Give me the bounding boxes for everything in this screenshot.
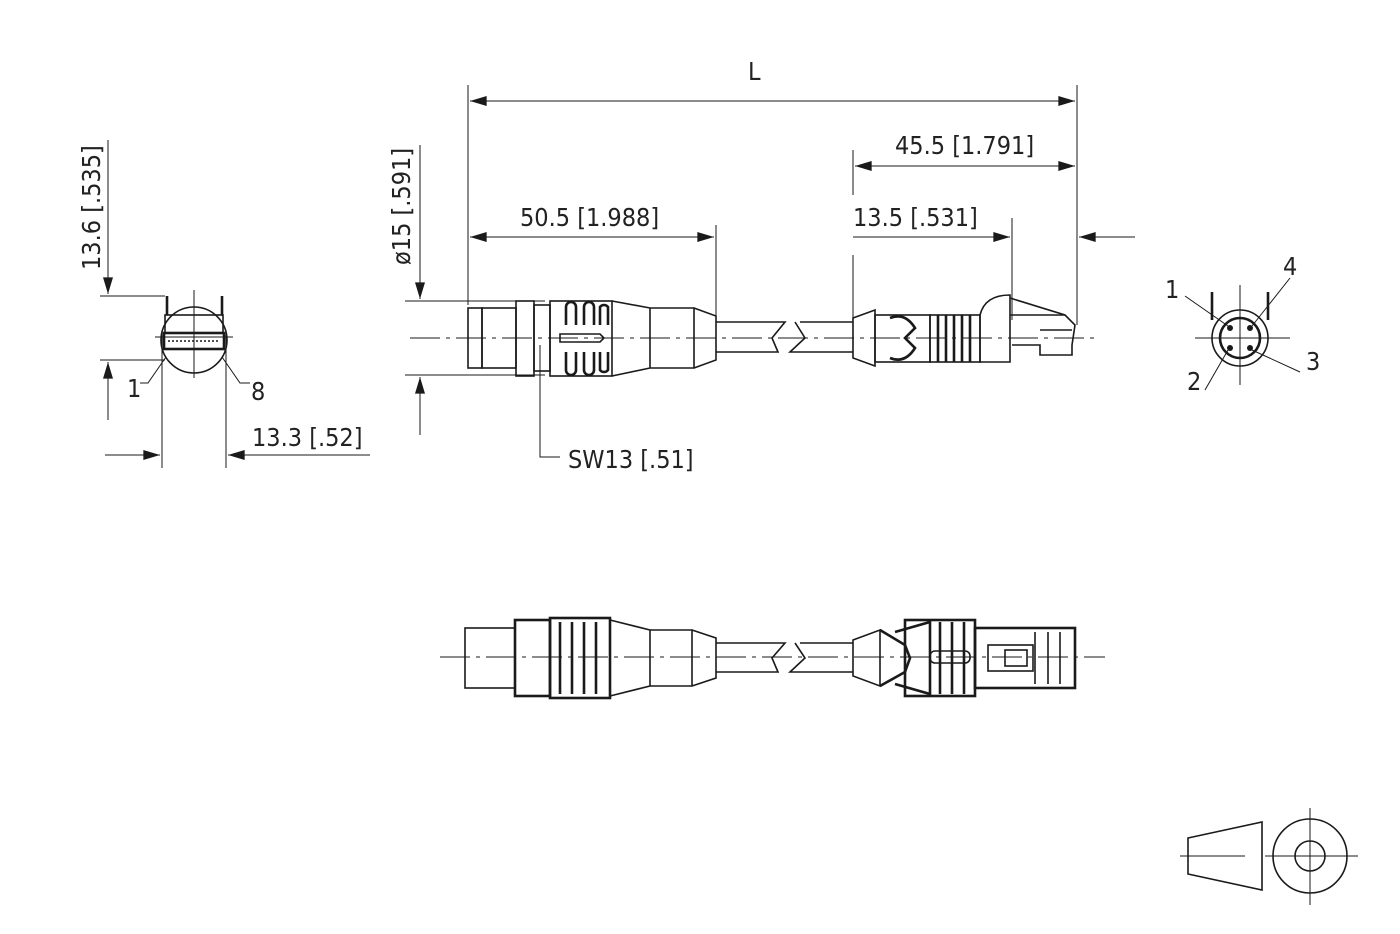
rj45-pin-label-8: 8 [251, 377, 265, 406]
dimension-label-diameter: ø15 [.591] [387, 148, 416, 265]
dimension-overall-length: L [467, 57, 1078, 325]
dimension-m12-length: 50.5 [1.988] [469, 203, 717, 320]
projection-symbol [1180, 808, 1358, 905]
m12-pin-label-3: 3 [1306, 347, 1320, 376]
dimension-label-sw13: SW13 [.51] [568, 445, 694, 474]
m12-pin-label-2: 2 [1187, 367, 1201, 396]
cable-top-view [440, 616, 1105, 700]
rj45-pin-label-1: 1 [127, 374, 141, 403]
dimension-rj45-length: 45.5 [1.791] [852, 131, 1076, 195]
dimension-label-45-5: 45.5 [1.791] [895, 131, 1034, 160]
dimension-rj45-body: 13.5 [.531] [852, 203, 1135, 335]
rj45-connector-side-view [852, 294, 1076, 368]
m12-pin-label-1: 1 [1165, 275, 1179, 304]
rj45-front-view: 13.6 [.535] 13.3 [.52] 1 8 [77, 140, 370, 468]
dimension-label-13-5: 13.5 [.531] [853, 203, 978, 232]
dimension-label-13-3: 13.3 [.52] [252, 423, 363, 452]
dimension-label-13-6: 13.6 [.535] [77, 145, 106, 270]
dimension-wrench-size: SW13 [.51] [539, 345, 694, 474]
m12-front-view: 1 4 3 2 [1165, 252, 1320, 396]
dimension-label-50-5: 50.5 [1.988] [520, 203, 659, 232]
m12-connector-side-view [410, 300, 1100, 377]
m12-pin-label-4: 4 [1283, 252, 1297, 281]
dimension-label-l: L [748, 57, 761, 86]
dimension-m12-diameter: ø15 [.591] [387, 145, 545, 435]
